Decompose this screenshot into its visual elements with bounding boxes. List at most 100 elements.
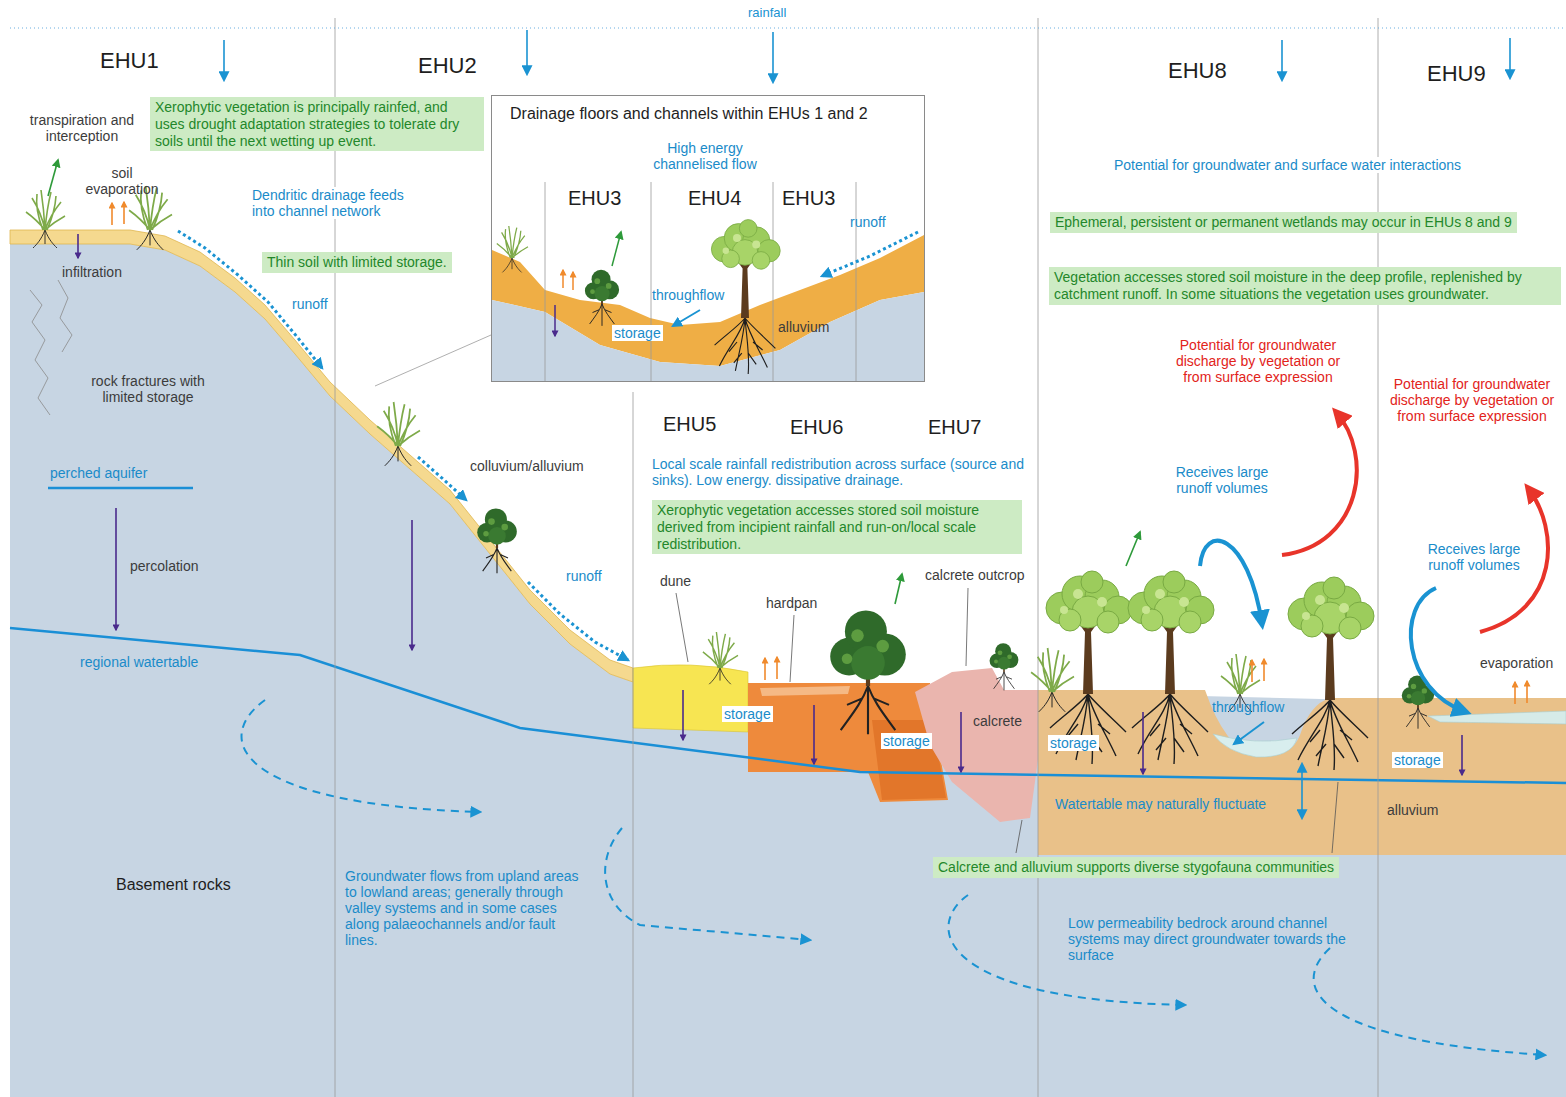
- material-label: calcrete outcrop: [925, 567, 1025, 583]
- note-highlight: Thin soil with limited storage.: [262, 252, 452, 273]
- process-label: runoff: [566, 568, 602, 584]
- vegetation: [703, 632, 738, 684]
- note-highlight: Xerophytic vegetation is principally rai…: [150, 97, 484, 151]
- hardpan-crust: [760, 686, 850, 696]
- vegetation: [830, 610, 906, 734]
- rainfall-arrows: [1281, 40, 1283, 80]
- note-highlight: Vegetation accesses stored soil moisture…: [1049, 267, 1561, 305]
- evaporation-arrows: [764, 658, 766, 680]
- vegetation: [377, 402, 420, 466]
- leader-lines: [1332, 782, 1338, 853]
- leader-lines: [790, 615, 794, 682]
- process-label: storage: [612, 325, 663, 341]
- vegetation: [1288, 577, 1374, 770]
- evaporation-arrows: [123, 202, 125, 224]
- rock-fractures: [30, 280, 72, 415]
- process-label: perched aquifer: [50, 465, 147, 481]
- discharge-arcs: [1282, 412, 1548, 632]
- fluctuation-arrow: [1301, 764, 1303, 790]
- inset-illustration: [773, 182, 774, 381]
- basement-rock: [10, 244, 1566, 1097]
- inset-illustration: [572, 272, 574, 290]
- percolation-arrows: [682, 690, 684, 740]
- process-label: Local scale rainfall redistribution acro…: [652, 456, 1032, 488]
- inset-illustration: [562, 270, 564, 288]
- rainfall-label: rainfall: [748, 6, 786, 21]
- inset-illustration: [673, 310, 700, 326]
- note-highlight: Calcrete and alluvium supports diverse s…: [933, 857, 1339, 878]
- rainfall-arrows: [772, 32, 774, 82]
- material-label: infiltration: [62, 264, 122, 280]
- transpiration-arrows: [895, 574, 902, 604]
- groundwater-flow-arrows: [241, 700, 1545, 1055]
- runoff-arcs: [1200, 541, 1262, 624]
- percolation-arrows: [960, 712, 962, 772]
- unit-label: EHU8: [1168, 58, 1227, 83]
- unit-label: EHU9: [1427, 61, 1486, 86]
- runoff-arrows: [528, 582, 628, 660]
- runoff-arrows: [178, 231, 628, 660]
- discharge-label: Potential for groundwater discharge by v…: [1386, 376, 1558, 424]
- evaporation-arrows: [111, 203, 113, 225]
- node-text: Xerophytic vegetation is principally rai…: [155, 99, 479, 149]
- inset-leader-line: [375, 335, 491, 386]
- transpiration-arrows: [48, 160, 58, 196]
- material-label: rock fractures with limited storage: [78, 373, 218, 405]
- unit-dividers: [633, 392, 634, 1097]
- node-text: Thin soil with limited storage.: [267, 254, 447, 271]
- process-label: High energy channelised flow: [640, 140, 770, 172]
- vegetation: [477, 508, 517, 573]
- process-label: Watertable may naturally fluctuate: [1055, 796, 1266, 812]
- material-label: colluvium/alluvium: [470, 458, 584, 474]
- unit-label: EHU6: [790, 416, 843, 439]
- process-label: storage: [1392, 752, 1443, 768]
- material-label: transpiration and interception: [26, 112, 138, 144]
- process-label: Receives large runoff volumes: [1418, 541, 1530, 573]
- unit-label: EHU1: [100, 48, 159, 73]
- evaporation-arrows: [776, 657, 778, 679]
- vegetation: [990, 643, 1019, 690]
- inset-illustration: [492, 96, 924, 381]
- groundwater-flow-arrows: [605, 828, 810, 940]
- inset-illustration: [554, 305, 556, 336]
- unit-dividers: [335, 18, 336, 1097]
- material-label: alluvium: [1387, 802, 1438, 818]
- leader-lines: [966, 588, 968, 666]
- wetland-pond: [1428, 711, 1566, 724]
- node-text: Xerophytic vegetation accesses stored so…: [657, 502, 1017, 552]
- inset-illustration: [822, 232, 918, 276]
- percolation-arrows: [1461, 735, 1463, 775]
- groundwater-flow-arrows: [948, 895, 1185, 1005]
- percolation-arrows: [411, 520, 413, 650]
- discharge-arcs: [1282, 412, 1357, 555]
- runoff-arrows: [418, 457, 466, 500]
- node-text: Drainage floors and channels within EHUs…: [510, 104, 914, 123]
- transpiration-arrows: [1126, 532, 1140, 566]
- process-label: runoff: [850, 214, 886, 230]
- unit-label: EHU3: [782, 187, 835, 210]
- vegetation: [1128, 571, 1214, 764]
- percolation-arrows: [813, 705, 815, 764]
- vegetation: [26, 190, 65, 248]
- evaporation-arrows: [1251, 660, 1253, 682]
- runoff-arcs: [1200, 541, 1466, 712]
- rainfall-arrows: [224, 30, 1510, 82]
- rainfall-line: [10, 28, 1566, 29]
- inset-illustration: [585, 270, 619, 326]
- process-label: storage: [1048, 735, 1099, 751]
- evaporation-arrows: [1263, 659, 1265, 681]
- material-label: evaporation: [1480, 655, 1553, 671]
- node-text: Vegetation accesses stored soil moisture…: [1054, 269, 1556, 303]
- process-label: regional watertable: [80, 654, 198, 670]
- leader-lines: [1016, 820, 1022, 853]
- percolation-arrows: [78, 234, 1462, 775]
- process-label: storage: [881, 733, 932, 749]
- unit-label: EHU4: [688, 187, 741, 210]
- inset-panel: Drainage floors and channels within EHUs…: [491, 95, 925, 382]
- material-label: calcrete: [973, 713, 1022, 729]
- inset-illustration: [545, 182, 856, 381]
- transpiration-arrows: [48, 160, 1140, 604]
- process-label: Low permeability bedrock around channel …: [1068, 915, 1368, 963]
- inset-illustration: [492, 96, 924, 381]
